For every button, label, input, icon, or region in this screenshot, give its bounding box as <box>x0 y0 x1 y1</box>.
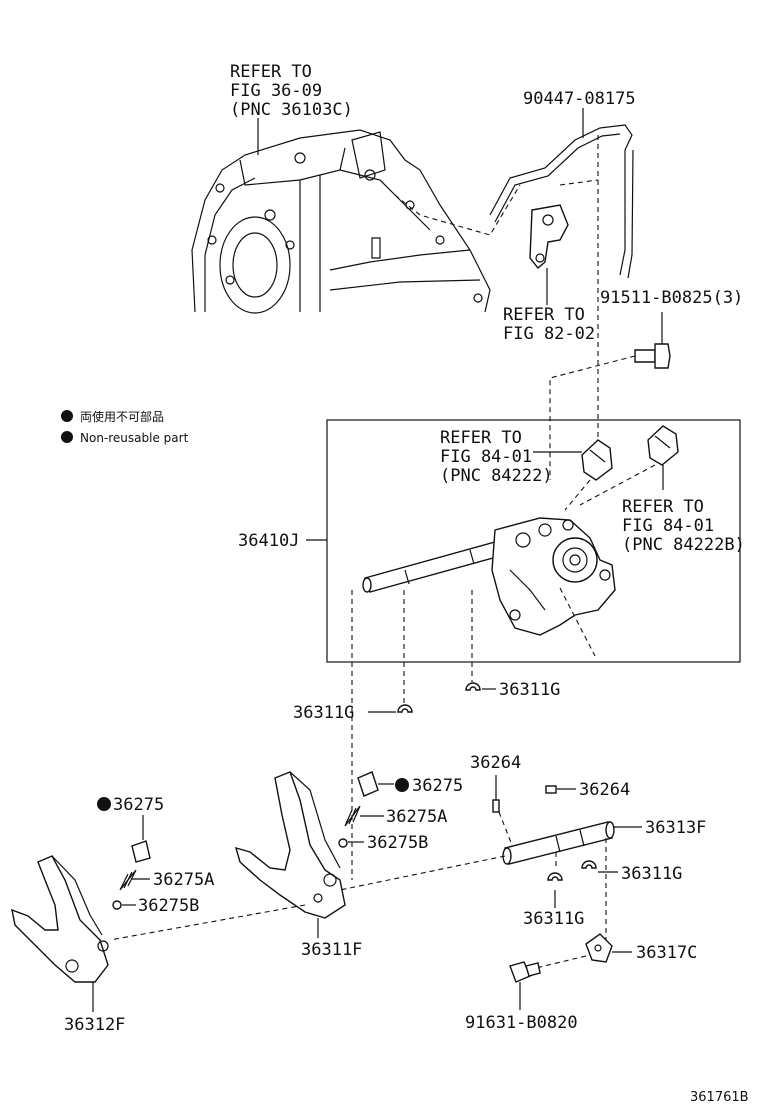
non-reusable-bullet-icon <box>395 778 409 792</box>
detent-ball-left <box>112 900 122 910</box>
label-refer-8401b-line2: FIG 84-01 <box>622 516 714 536</box>
label-pn-91511: 91511-B0825(3) <box>600 288 743 308</box>
sensor-84222-illustration <box>581 439 613 481</box>
shift-selector-illustration <box>362 517 616 636</box>
label-refer-8401a-line1: REFER TO <box>440 428 522 448</box>
label-refer-8401b-line1: REFER TO <box>622 497 704 517</box>
label-refer-8401a-line3: (PNC 84222) <box>440 466 553 486</box>
legend-bullet-icon <box>61 410 73 422</box>
detent-spring-left-illustration <box>119 869 137 891</box>
legend-jp-text: 両使用不可部品 <box>80 409 164 424</box>
label-refer-8202-line1: REFER TO <box>503 305 585 325</box>
label-pn-36311G-right: 36311G <box>499 680 560 700</box>
detent-plug-left-illustration <box>131 840 151 863</box>
non-reusable-bullet-icon <box>97 797 111 811</box>
c-ring-left-illustration <box>397 704 413 713</box>
label-pn-36311G-shaft: 36311G <box>621 864 682 884</box>
label-pn-36275B-left: 36275B <box>138 896 199 916</box>
bolt-91631-illustration <box>509 961 541 983</box>
label-pn-36275A-left: 36275A <box>153 870 214 890</box>
hidden-line-plate <box>535 955 587 969</box>
c-ring-low-illustration <box>547 872 563 881</box>
label-pn-36275-left: 36275 <box>113 795 164 815</box>
shift-shaft-36313F-illustration <box>502 821 615 865</box>
c-ring-right-illustration <box>465 682 481 691</box>
bracket-illustration <box>529 204 569 270</box>
label-pn-36317C: 36317C <box>636 943 697 963</box>
hidden-line-box <box>559 587 596 657</box>
label-pn-90447: 90447-08175 <box>523 89 636 109</box>
label-pn-36275B-mid: 36275B <box>367 833 428 853</box>
label-pn-36264-right: 36264 <box>579 780 630 800</box>
hidden-line-fork <box>109 904 306 941</box>
label-pn-36311G-low: 36311G <box>523 909 584 929</box>
label-refer-3609-line2: FIG 36-09 <box>230 81 322 101</box>
hidden-line-bolt <box>549 355 636 480</box>
label-pn-36264-top: 36264 <box>470 753 521 773</box>
label-pn-91631: 91631-B0820 <box>465 1013 578 1033</box>
label-pn-36275-mid: 36275 <box>412 776 463 796</box>
label-refer-8401a-line2: FIG 84-01 <box>440 447 532 467</box>
label-refer-3609-line1: REFER TO <box>230 62 312 82</box>
transmission-case-illustration <box>191 129 491 314</box>
detent-ball-mid <box>338 838 348 848</box>
label-pn-36312F: 36312F <box>64 1015 125 1035</box>
shift-fork-36311F-illustration <box>234 771 346 919</box>
label-refer-8401b-line3: (PNC 84222B) <box>622 535 745 555</box>
legend-bullet-icon <box>61 431 73 443</box>
detent-spring-mid-illustration <box>344 805 361 827</box>
legend-en-text: Non-reusable part <box>80 431 189 445</box>
label-pn-36313F: 36313F <box>645 818 706 838</box>
detent-plug-mid-illustration <box>357 771 379 797</box>
hidden-line-shaft-fork <box>339 855 506 891</box>
label-refer-8202-line2: FIG 82-02 <box>503 324 595 344</box>
assembly-box-36410J <box>326 419 741 663</box>
sensor-84222B-illustration <box>647 425 679 466</box>
label-refer-3609-line3: (PNC 36103C) <box>230 100 353 120</box>
bolt-91511-illustration <box>634 343 671 369</box>
figure-id-label: 361761B <box>690 1090 749 1105</box>
label-pn-36311F: 36311F <box>301 940 362 960</box>
lock-plate-36317C-illustration <box>585 933 613 963</box>
label-pn-36311G-left: 36311G <box>293 703 354 723</box>
hidden-line-pin <box>498 811 513 846</box>
c-ring-shaft-illustration <box>581 860 597 869</box>
label-pn-36410J: 36410J <box>238 531 299 551</box>
label-pn-36275A-mid: 36275A <box>386 807 447 827</box>
pin-36264-top <box>492 799 500 813</box>
pin-36264-right <box>545 785 557 794</box>
hidden-line-sensor-a <box>564 479 591 511</box>
breather-tube-illustration <box>489 124 634 440</box>
shift-fork-36312F-illustration <box>11 855 109 983</box>
